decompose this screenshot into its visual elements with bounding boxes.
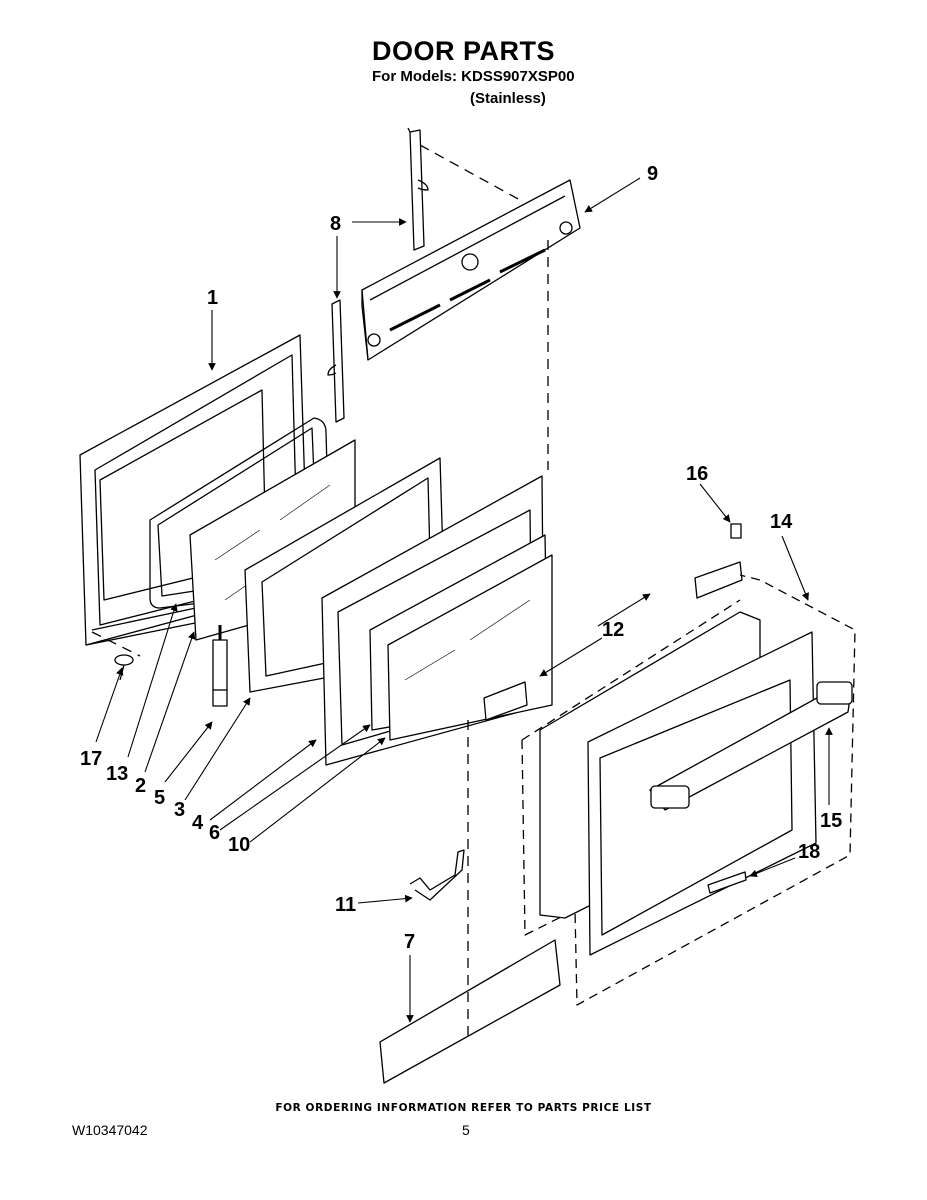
- bottom-trim: [379, 939, 561, 1084]
- callout-12: 12: [602, 619, 624, 641]
- hinge-receiver: [483, 681, 528, 721]
- vent-bracket-lower: [327, 299, 345, 423]
- vent-bracket-upper: [407, 127, 429, 251]
- screw: [114, 654, 134, 681]
- callout-17: 17: [80, 748, 102, 770]
- callout-6: 6: [209, 822, 220, 844]
- leader-lines: [95, 177, 833, 1023]
- callout-1: 1: [207, 287, 218, 309]
- hinge-clip: [694, 523, 743, 599]
- callout-7: 7: [404, 931, 415, 953]
- outer-door: [539, 611, 817, 956]
- callout-3: 3: [174, 799, 185, 821]
- callout-8: 8: [330, 213, 341, 235]
- door-handle: [649, 681, 853, 811]
- vent-panel: [361, 179, 581, 361]
- alignment-lines: [91, 144, 549, 1040]
- callout-15: 15: [820, 810, 842, 832]
- models-line: For Models: KDSS907XSP00: [372, 68, 575, 85]
- callout-14: 14: [770, 511, 793, 533]
- finish-line: (Stainless): [470, 90, 546, 107]
- callout-16: 16: [686, 463, 708, 485]
- nameplate-badge: [707, 871, 747, 894]
- callout-13: 13: [106, 763, 128, 785]
- callout-4: 4: [192, 812, 204, 834]
- door-hinge: [212, 625, 228, 707]
- page-title: DOOR PARTS: [371, 36, 555, 66]
- callout-11: 11: [335, 894, 356, 916]
- outer-door-assembly: [521, 574, 856, 1006]
- callout-2: 2: [135, 775, 146, 797]
- callout-18: 18: [798, 841, 820, 863]
- ordering-note: FOR ORDERING INFORMATION REFER TO PARTS …: [275, 1102, 652, 1114]
- callout-9: 9: [647, 163, 658, 185]
- callout-10: 10: [228, 834, 250, 856]
- document-number: W10347042: [72, 1122, 148, 1138]
- page-number: 5: [462, 1122, 470, 1138]
- handle-bracket: [409, 849, 465, 901]
- callout-5: 5: [154, 787, 165, 809]
